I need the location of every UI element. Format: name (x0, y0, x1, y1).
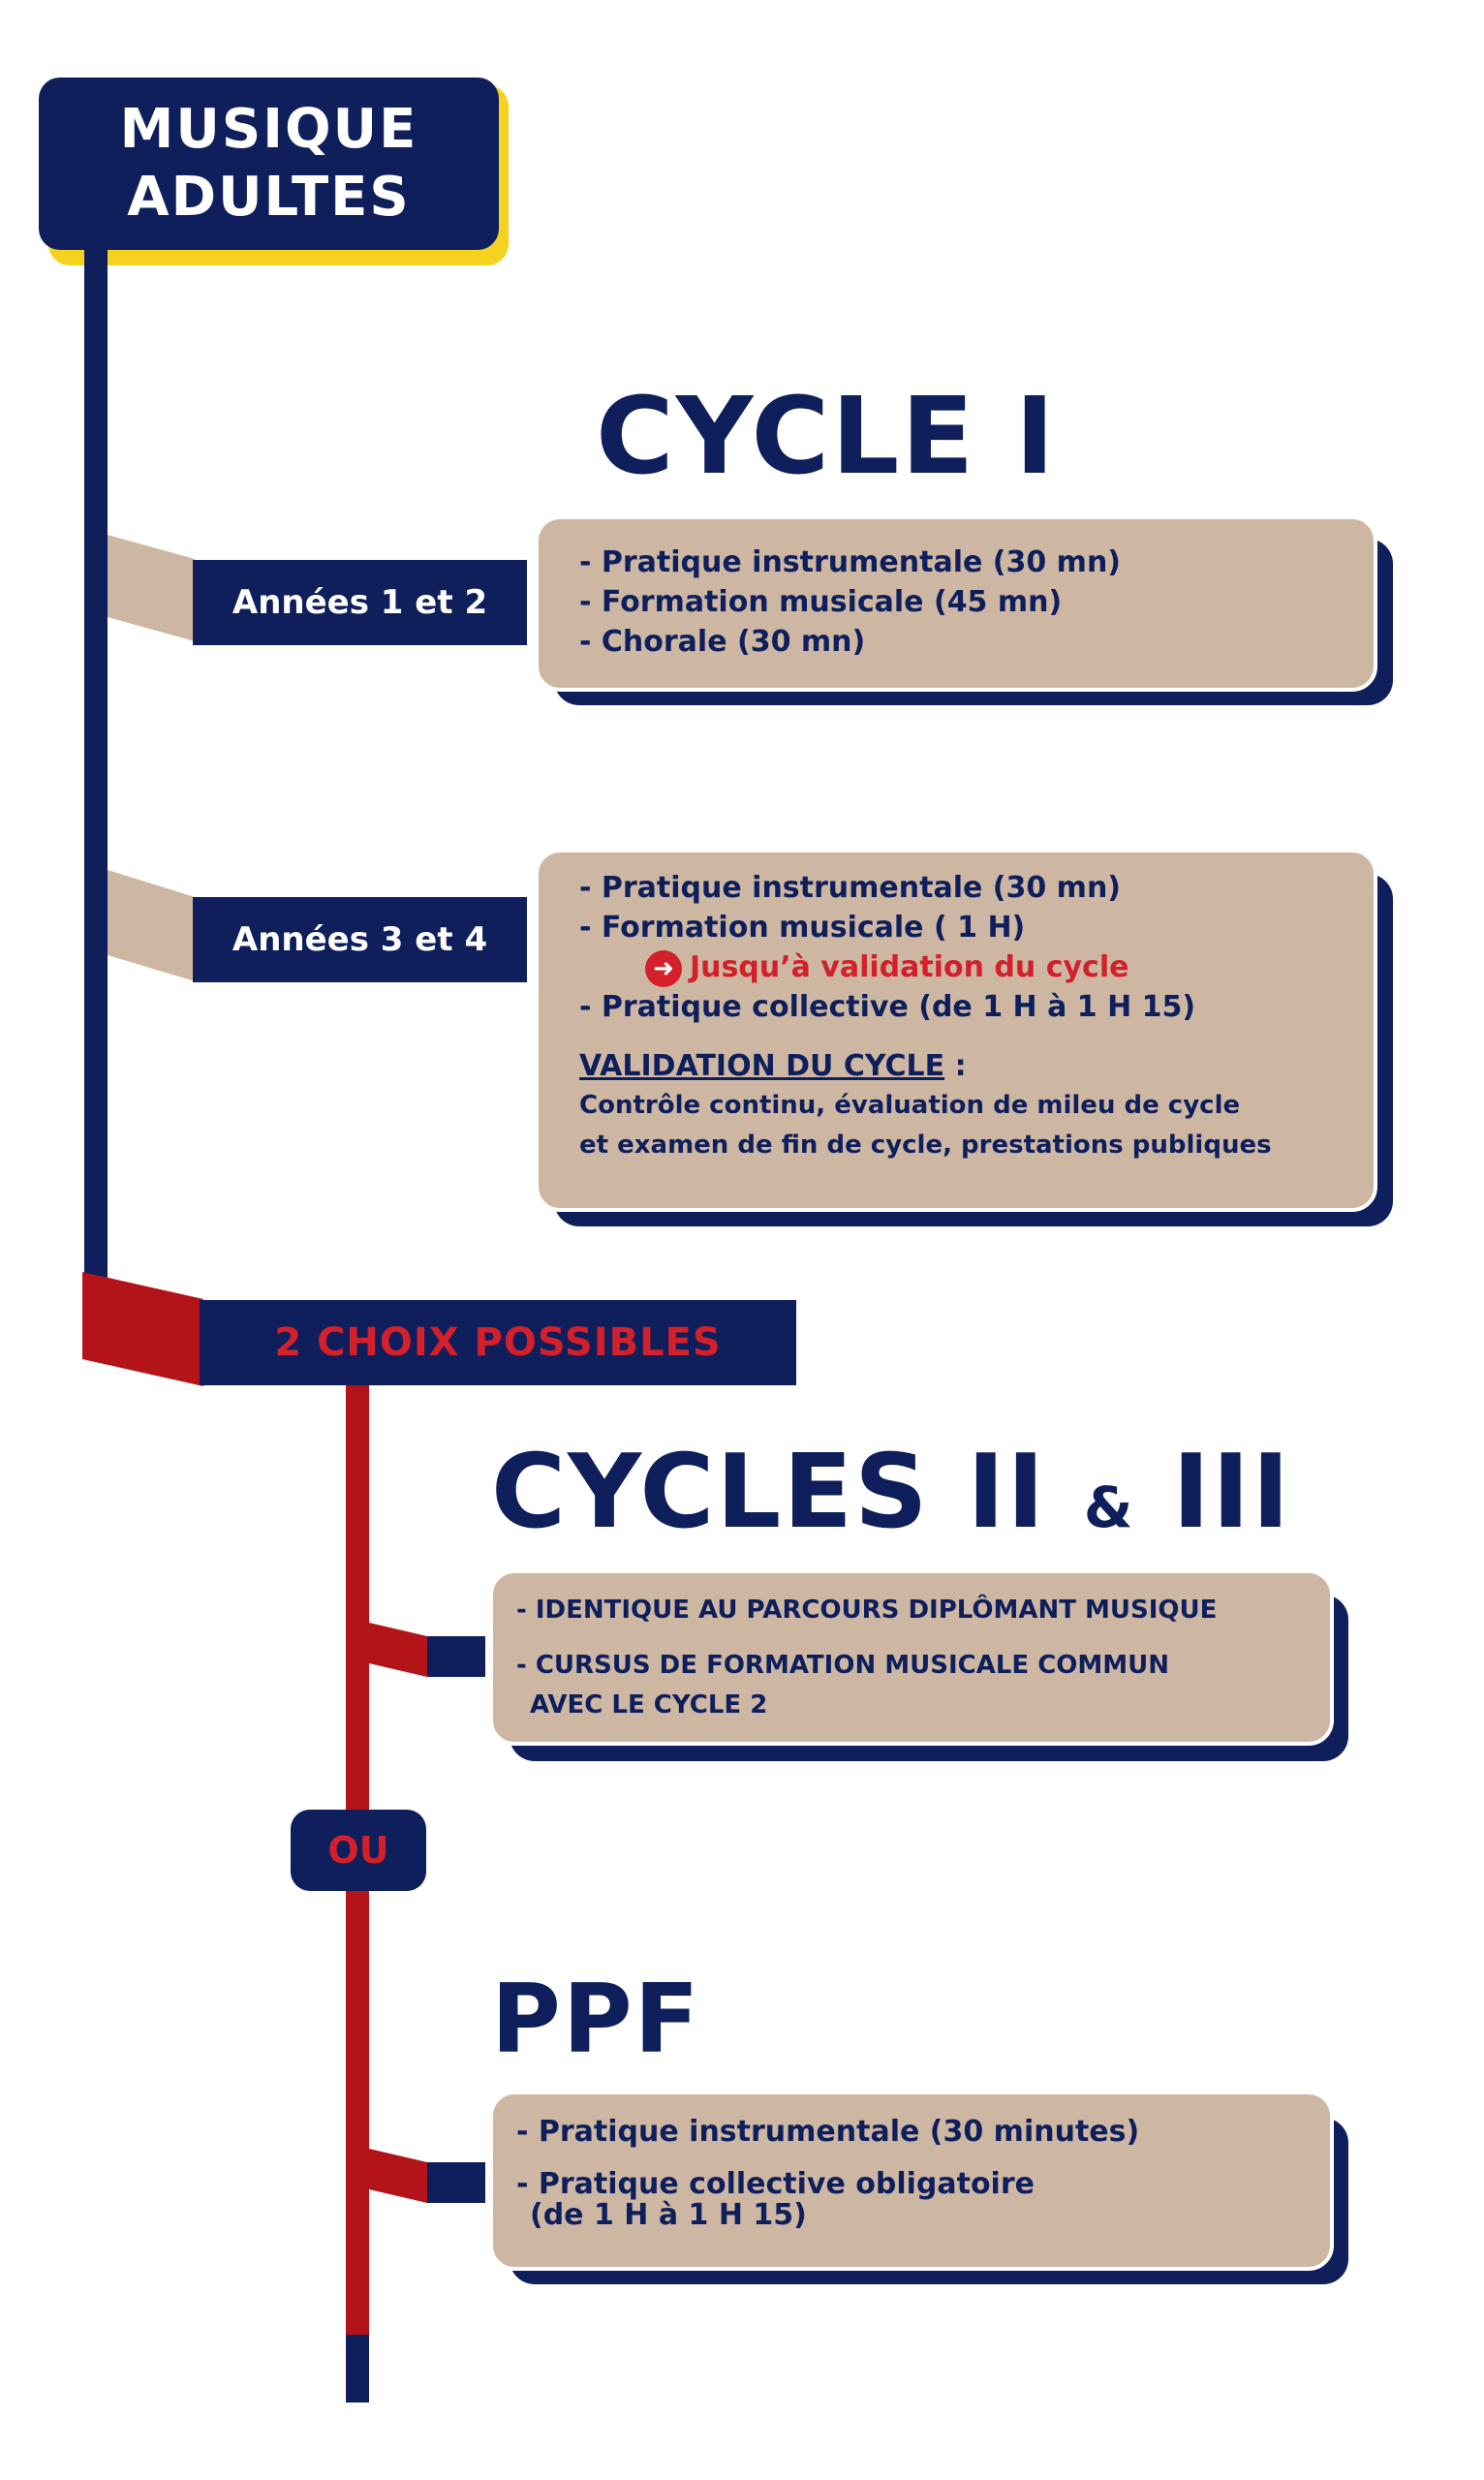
years34-item-1: - Pratique instrumentale (30 mn) (579, 871, 1122, 905)
cycles23-item-2-line2: AVEC LE CYCLE 2 (530, 1690, 768, 1720)
ppf-item-1: - Pratique instrumentale (30 minutes) (516, 2115, 1140, 2149)
tag-years12: Années 1 et 2 (193, 560, 527, 645)
timeline-end (346, 2335, 369, 2402)
ppf-item-2-line1: - Pratique collective obligatoire (516, 2167, 1035, 2201)
connector-choices (82, 1272, 203, 1386)
years34-item-3: - Pratique collective (de 1 H à 1 H 15) (579, 990, 1196, 1024)
years34-note: ➜Jusqu’à validation du cycle (579, 947, 1374, 987)
years12-item-1: - Pratique instrumentale (30 mn) (579, 545, 1122, 579)
validation-title: VALIDATION DU CYCLE (579, 1049, 945, 1083)
tag-years34: Années 3 et 4 (193, 897, 527, 982)
years12-item-3: - Chorale (30 mn) (579, 625, 866, 659)
card-years34: - Pratique instrumentale (30 mn) - Forma… (535, 849, 1377, 1212)
validation-line-1: Contrôle continu, évaluation de mileu de… (579, 1091, 1241, 1120)
cycles23-item-1: - IDENTIQUE AU PARCOURS DIPLÔMANT MUSIQU… (516, 1596, 1218, 1625)
connector-ppf (369, 2149, 485, 2203)
years34-item-2: - Formation musicale ( 1 H) (579, 911, 1026, 945)
header-line2: ADULTES (127, 166, 411, 229)
validation-colon: : (944, 1049, 967, 1083)
header-line1: MUSIQUE (119, 98, 418, 161)
years34-note-text: Jusqu’à validation du cycle (690, 950, 1129, 984)
validation-line-2: et examen de fin de cycle, prestations p… (579, 1131, 1272, 1160)
cycle1-title: CYCLE I (596, 374, 1057, 498)
connector-cycles23 (369, 1623, 485, 1677)
card-cycles23: - IDENTIQUE AU PARCOURS DIPLÔMANT MUSIQU… (489, 1569, 1334, 1746)
connector-years12 (108, 535, 195, 641)
timeline-main (84, 250, 108, 1282)
arrow-right-circle-icon: ➜ (645, 949, 682, 987)
or-badge: OU (291, 1810, 426, 1891)
cycles23-title-end: III (1172, 1433, 1292, 1551)
tag-choices: 2 CHOIX POSSIBLES (200, 1300, 796, 1385)
cycles23-title-main: CYCLES II (491, 1433, 1047, 1551)
ppf-item-2-line2: (de 1 H à 1 H 15) (530, 2198, 807, 2232)
cycles23-title-amp: & (1083, 1474, 1135, 1540)
cycles23-title: CYCLES II & III (491, 1442, 1291, 1543)
cycles23-item-2-line1: - CURSUS DE FORMATION MUSICALE COMMUN (516, 1651, 1170, 1680)
card-years12: - Pratique instrumentale (30 mn) - Forma… (535, 515, 1377, 692)
years12-item-2: - Formation musicale (45 mn) (579, 585, 1063, 619)
connector-years34 (108, 870, 195, 981)
card-ppf: - Pratique instrumentale (30 minutes) - … (489, 2091, 1334, 2271)
ppf-title: PPF (491, 1965, 701, 2075)
header-title-box: MUSIQUE ADULTES (39, 78, 499, 250)
validation-heading: VALIDATION DU CYCLE : (579, 1046, 1374, 1086)
